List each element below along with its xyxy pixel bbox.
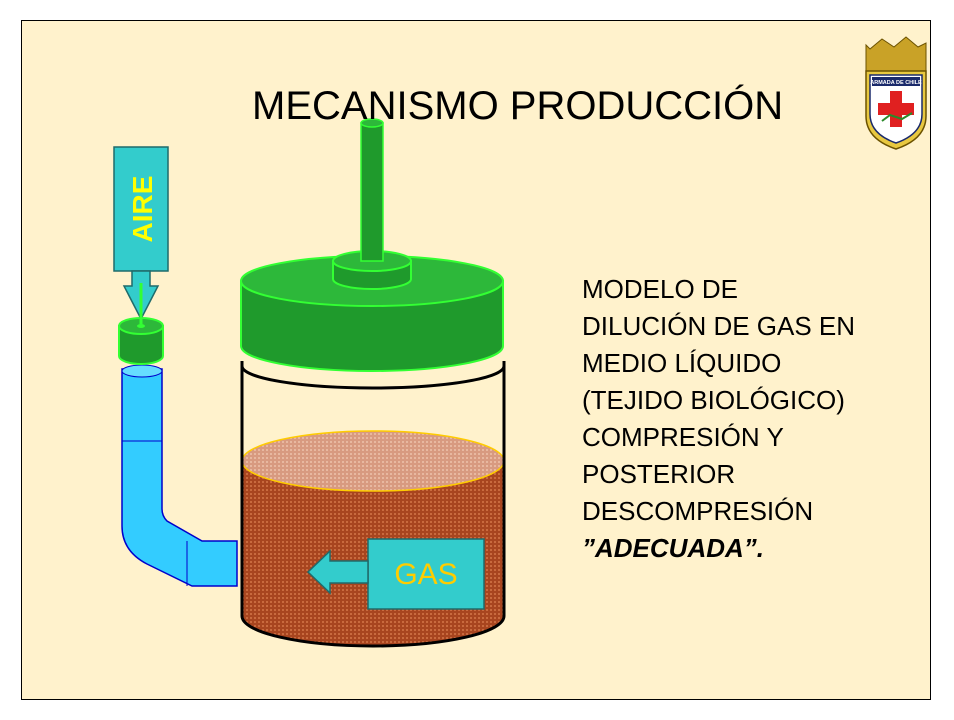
description-line: (TEJIDO BIOLÓGICO)	[582, 385, 845, 415]
diffusion-diagram: AIRE GAS	[113, 36, 927, 648]
description-emphasis: ”ADECUADA”.	[582, 533, 764, 563]
page-title: MECANISMO PRODUCCIÓN	[252, 84, 784, 128]
piston-rod	[360, 118, 384, 262]
air-supply-pipe	[121, 364, 238, 587]
description-line: DILUCIÓN DE GAS EN	[582, 311, 856, 341]
logo-text: ARMADA DE CHILE	[870, 80, 922, 86]
description-line: DESCOMPRESIÓN	[582, 496, 814, 526]
description-line: POSTERIOR	[582, 459, 736, 489]
description-line: MEDIO LÍQUIDO	[582, 348, 782, 378]
description-line: COMPRESIÓN Y	[582, 422, 784, 452]
description-line: MODELO DE	[582, 274, 739, 304]
aire-callout: AIRE	[113, 146, 169, 324]
jar-lid	[240, 250, 504, 372]
description-text: MODELO DE DILUCIÓN DE GAS EN MEDIO LÍQUI…	[582, 271, 902, 567]
navy-crest-logo: ARMADA DE CHILE	[865, 36, 927, 150]
slide: AIRE GAS	[21, 20, 931, 700]
gas-callout: GAS	[306, 538, 485, 610]
gas-label: GAS	[394, 558, 457, 591]
aire-label: AIRE	[127, 176, 158, 243]
pipe-valve-cap	[118, 317, 164, 365]
